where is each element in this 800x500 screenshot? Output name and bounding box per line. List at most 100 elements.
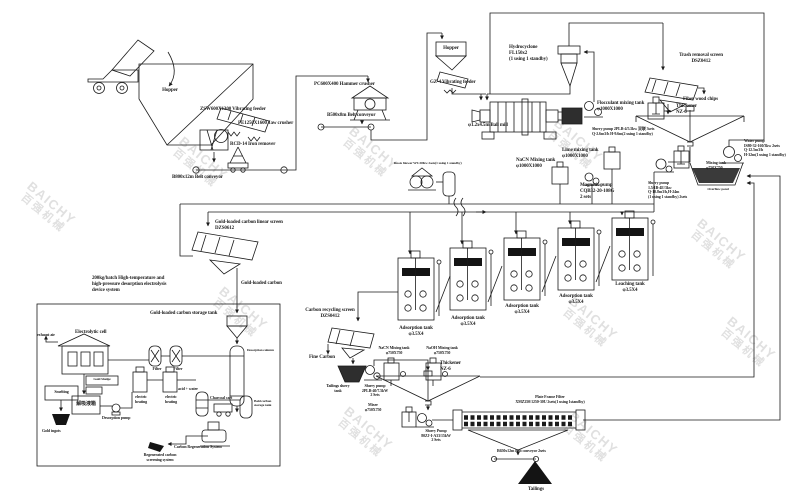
electric-heater-icon — [132, 366, 148, 393]
nacn-mixing-tank-icon — [383, 357, 406, 386]
pipe-break — [453, 197, 459, 217]
nacn-tank-label: NaCN Mixing tank φ750X750 — [378, 345, 410, 355]
fine-ore-hopper-icon — [434, 41, 469, 94]
belt-conveyor-label: B500x8m Belt conveyor — [327, 113, 376, 118]
bald-carbon-column-icon — [239, 395, 253, 419]
filter-label: Filter — [152, 366, 162, 371]
gold-sludge-label: Gold Sludge — [93, 377, 111, 381]
slurry-pump-icon — [364, 365, 382, 381]
mixer-label: Mixer φ750X750 — [364, 402, 382, 412]
jaw-crusher-label: PE1250X1600 Jaw crusher — [238, 121, 294, 126]
electric-heating-label: electric heating — [135, 394, 147, 404]
mixing-tank-icon — [673, 145, 690, 169]
pipe — [179, 204, 193, 257]
desorption-pump-icon — [100, 392, 133, 416]
hammer-crusher-icon — [350, 85, 390, 125]
belt-conveyor-icon — [490, 455, 540, 462]
trash-screen-icon — [644, 77, 706, 115]
mixing-tank-label: Mixing tank φ750X750 — [706, 160, 726, 170]
hammer-crusher-label: PC600X400 Hammer crusher — [314, 82, 375, 87]
leaching-tank-icon — [611, 210, 656, 281]
pipe — [583, 174, 781, 421]
iron-remover-icon — [227, 146, 249, 173]
tailings-label: Tailings — [528, 487, 544, 492]
desorption-column-icon — [229, 345, 245, 413]
carbon-recycling-screen-label: Carbon recycling screen DZS0412 — [305, 308, 355, 319]
slurry-pump-icon — [654, 158, 674, 173]
slurry-pump-icon — [416, 413, 434, 428]
storage-tank-label: Gold-loaded carbon storage tank — [150, 311, 218, 316]
pipe — [373, 359, 430, 371]
desorption-liquid-tank-label: 解吸液箱 — [76, 402, 96, 407]
pipe — [370, 32, 442, 141]
pipe-break — [460, 197, 466, 217]
slurry-pump-label: Slurry Pump 80ZJ-I-A33/15kW 2 Sets — [421, 428, 451, 443]
nacn-tank-label: NaCN Mixing tank φ1000X1000 — [516, 158, 556, 169]
filter-icon — [148, 345, 162, 367]
vibrating-feeder-label: ZSW600X1300 Vibrating feeder — [200, 107, 266, 112]
carbon-storage-hopper-icon — [226, 315, 248, 345]
pipe — [451, 88, 486, 95]
thickener-icon — [375, 368, 481, 406]
overflow-pond-icon — [689, 162, 744, 186]
regen-screen-icon — [148, 442, 164, 452]
iron-remover-label: RCD-14 Iron remover — [230, 142, 276, 147]
pipe — [480, 181, 755, 378]
charcoal-cart-icon — [213, 403, 233, 417]
carbon-recycling-screen-icon — [326, 327, 375, 365]
filter-icon — [169, 345, 183, 367]
magnetic-pump-icon — [584, 172, 601, 204]
acid-water-label: acid + water — [178, 386, 198, 391]
thickener-label: Thickener NZ-6 — [676, 104, 698, 115]
thickener-icon — [635, 105, 745, 147]
mixer-icon — [401, 406, 417, 428]
dump-truck-icon — [87, 39, 175, 94]
thickener-label: Thickener NZ-6 — [440, 361, 462, 372]
adsorption-tank-icon — [397, 250, 451, 321]
desorption-pump-label: Desorption pump — [102, 415, 131, 420]
slurry-pump-icon — [561, 50, 603, 125]
feed-hopper-icon — [138, 63, 254, 146]
naoh-mixing-tank-icon — [425, 357, 448, 386]
pipe — [284, 75, 368, 171]
desorption-system-label: 200kg/batch High-temperature and high-pr… — [92, 276, 167, 293]
tailings-slurry-tank-icon — [337, 365, 367, 383]
fine-carbon-label: Fine Carbon — [309, 355, 335, 360]
gold-ingot-icon — [52, 414, 70, 425]
exhaust-air-label: exhaust air — [37, 332, 55, 337]
adsorption-tank-icon — [503, 230, 557, 301]
adsorption-tank-label: Adsorption tank φ3.5X4 — [399, 326, 433, 337]
bald-carbon-label: Bald carbon storage tank — [254, 399, 272, 408]
plate-frame-filter-icon — [452, 409, 586, 456]
nacn-mixing-tank-icon — [551, 161, 569, 204]
charcoal-cart-label: Charcoal cart — [210, 395, 233, 400]
jaw-crusher-icon — [199, 129, 229, 163]
electric-heating-label: electric heating — [165, 394, 177, 404]
belt-conveyor-label: B800x12m Belt conveyor — [172, 175, 223, 180]
plate-frame-filter-label: Plate Frame Filter XMZ250/1250-30U 2sets… — [515, 394, 585, 404]
gold-loaded-carbon-label: Gold-loaded carbon — [241, 281, 282, 286]
ball-mill-icon — [471, 98, 567, 140]
hydrocyclone-icon — [557, 40, 581, 88]
hopper-label: Hopper — [443, 46, 459, 51]
gold-sludge-box — [85, 375, 119, 395]
linear-screen-label: Gold-loaded carbon linear screen DZS0612 — [215, 220, 283, 231]
hydrocyclone-label: Hydrocyclone FL150x2 (1 using 1 standby) — [509, 45, 548, 62]
desorption-column-label: Desorption column — [247, 348, 274, 352]
pipe — [487, 86, 571, 95]
pond-label: Overflow pond — [707, 187, 729, 191]
electrolytic-cell-label: Electrolytic cell — [75, 330, 107, 335]
naoh-tank-label: NaOH Mixing tank φ750X750 — [426, 345, 458, 355]
lime-tank-label: Lime mixing tank φ1000X1000 — [562, 148, 599, 159]
adsorption-tank-label: Adsorption tank φ3.5X4 — [505, 304, 539, 315]
tailings-pile-icon — [518, 461, 552, 484]
ball-mill-label: φ1.2x4.5m Ball mill — [468, 123, 508, 128]
leaching-tank-label: Leaching tank φ3.5X4 — [615, 282, 645, 293]
vibrating-feeder-icon — [216, 107, 270, 142]
linear-screen-icon — [191, 231, 259, 275]
slurry-pump-label: Slurry pump 1.5/1B-4E/3kw Q-10.8m3/h,H-2… — [648, 180, 688, 200]
hopper-label: Hopper — [162, 88, 178, 93]
slurry-pump-label: Slurry pump 2PLB-4/5.5kw 双联 3sets Q-2.6m… — [592, 126, 655, 136]
adsorption-tank-label: Adsorption tank φ3.5X4 — [451, 316, 485, 327]
